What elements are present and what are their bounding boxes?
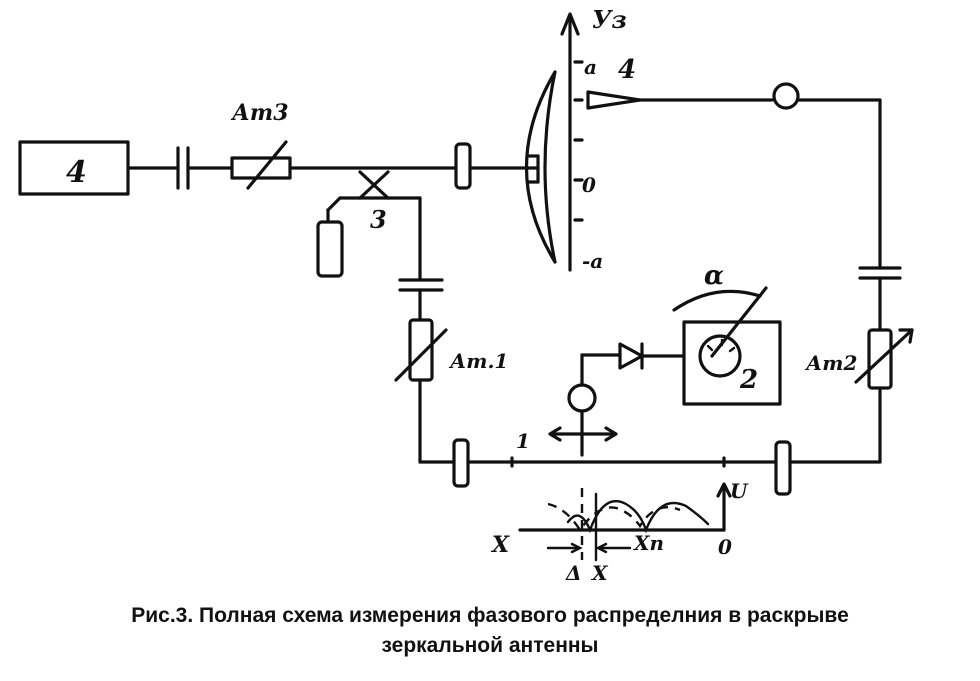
- mirror-antenna: [525, 70, 557, 264]
- caption-line-1: Рис.3. Полная схема измерения фазового р…: [131, 604, 849, 627]
- left-branch: [394, 278, 448, 464]
- axis-a-top-label: а: [584, 55, 597, 79]
- measuring-line: [418, 438, 882, 496]
- main-waveguide: [126, 140, 540, 190]
- aperture-axis: [560, 12, 584, 272]
- graph-xn-label: Xn: [632, 531, 664, 555]
- graph-dx-label: X: [590, 561, 609, 585]
- attenuator-left-arrow: [394, 328, 448, 382]
- attenuator-top-label: Ат3: [230, 100, 289, 126]
- attenuator-top-arrow: [246, 140, 288, 190]
- attenuator-left-label: Ат.1: [448, 349, 508, 373]
- graph-delta-label: Δ: [565, 561, 582, 585]
- probe-detector: [548, 342, 686, 457]
- matched-load: [316, 220, 344, 278]
- figure-caption: Рис.3. Полная схема измерения фазового р…: [0, 601, 980, 661]
- meter-label: 2: [739, 365, 758, 395]
- generator-block: 4: [18, 140, 130, 196]
- tee-junction: [316, 170, 422, 282]
- graph-zero-label: 0: [718, 535, 732, 559]
- probe-horn: [586, 82, 882, 110]
- rotary-joint: [772, 82, 800, 110]
- standing-wave-graph: [518, 482, 732, 562]
- graph-x-label: X: [490, 532, 510, 558]
- axis-y-label: Уз: [592, 5, 627, 34]
- axis-zero-label: 0: [582, 173, 596, 197]
- graph-u-label: U: [730, 479, 749, 503]
- axis-a-bottom-label: -а: [582, 249, 603, 273]
- measurement-schematic: 4 Ат3 3 Ат.1: [18, 5, 914, 585]
- horn-label: 4: [618, 55, 636, 85]
- right-branch: [854, 98, 914, 464]
- tee-label: 3: [370, 205, 387, 234]
- attenuator-right-arrow: [854, 328, 914, 384]
- caption-line-2: зеркальной антенны: [381, 634, 599, 657]
- line-label: 1: [516, 429, 530, 453]
- attenuator-right-label: Ат2: [804, 351, 857, 375]
- generator-label: 4: [66, 155, 87, 190]
- phase-meter: [672, 286, 782, 406]
- meter-alpha-label: α: [704, 261, 724, 291]
